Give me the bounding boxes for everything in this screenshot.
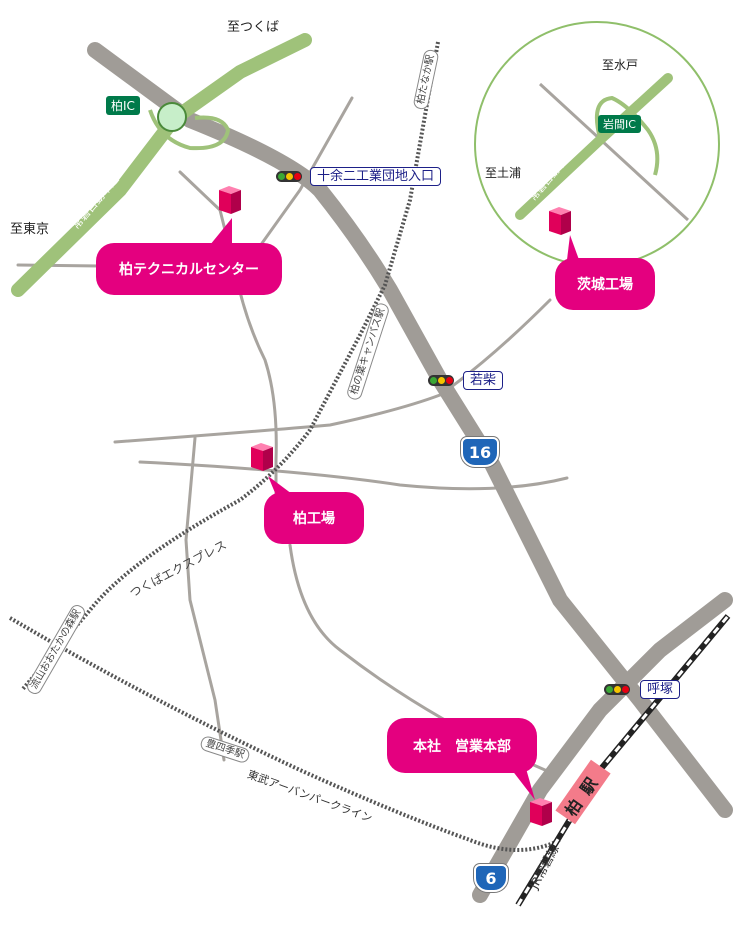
tech-center-callout[interactable]: 柏テクニカルセンター — [96, 243, 282, 295]
headquarters-callout[interactable]: 本社 営業本部 — [387, 718, 537, 773]
route-16-shield: 16 — [461, 437, 499, 467]
to-tokyo-label: 至東京 — [10, 222, 50, 237]
kashiwa-ic-ramp — [148, 109, 231, 151]
hq-building-icon — [530, 798, 552, 826]
kashiwa-plant-callout[interactable]: 柏工場 — [264, 492, 364, 544]
inset-roads — [515, 73, 690, 222]
kashiwa-ic-circle — [157, 102, 187, 132]
tobu-urban-park-line — [8, 616, 561, 852]
signal-wakashiba-icon — [428, 375, 454, 386]
intersection-wakashiba: 若柴 — [463, 371, 504, 390]
kashiwa-plant-building-icon — [251, 443, 273, 471]
ibaraki-plant-callout[interactable]: 茨城工場 — [555, 258, 655, 310]
to-mito-label: 至水戸 — [602, 58, 639, 72]
to-tsukuba-label: 至つくば — [227, 20, 280, 35]
signal-jyuyoniko-icon — [276, 171, 302, 182]
ibaraki-building-icon — [549, 207, 571, 235]
route-16-road — [87, 42, 733, 818]
route-6-road — [472, 592, 733, 903]
signal-yobitsuka-icon — [604, 684, 630, 695]
route-6-shield: 6 — [474, 864, 508, 892]
tech-center-building-icon — [219, 186, 241, 214]
intersection-jyuyoniko: 十余二工業団地入口 — [310, 167, 442, 186]
hq-pointer — [508, 765, 535, 800]
kashiwa-ic-badge: 柏IC — [106, 96, 140, 115]
tech-center-pointer — [210, 218, 232, 245]
tsukuba-express-line — [20, 41, 440, 692]
iwama-ic-badge: 岩間IC — [598, 115, 641, 133]
intersection-yobitsuka: 呼塚 — [640, 680, 681, 699]
to-tsuchiura-label: 至土浦 — [485, 166, 522, 180]
